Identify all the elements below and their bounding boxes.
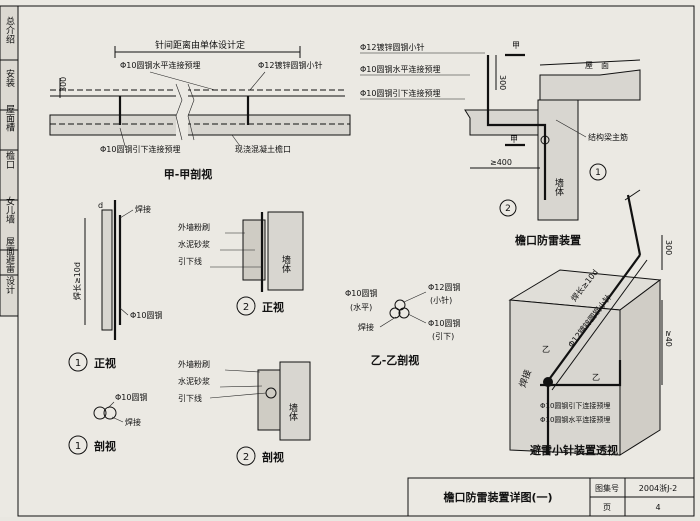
title-block: 檐口防雷装置详图(一) 图集号 2004浙J-2 页 4 [407,477,695,517]
s2-wall: 墙体 [287,402,298,422]
yi-bar-h-note: (水平) [350,302,372,312]
section-jia-jia: 针间距离由单体设计定 300 Φ10圆钢水平连接预埋 Φ12镀锌圆钢小针 Φ10… [49,39,351,181]
detail-callout-1 [589,163,607,181]
side-tab-6: 屋面避雷 [4,237,15,273]
s2-mortar: 水泥砂浆 [178,376,210,386]
yi-caption: 乙-乙剖视 [371,353,420,367]
s2-plaster: 外墙粉刷 [178,359,210,369]
side-tab-4: 檐口 [4,150,15,169]
yi-bar-down: Φ10圆钢 [428,318,460,328]
eave-down-connect-label: Φ10圆钢引下连接预埋 [360,88,440,98]
spacing-label: 针间距离由单体设计定 [155,39,245,51]
pv-h-connect: Φ10圆钢水平连接预埋 [540,415,610,424]
fv2-caption: 正视 [262,300,284,314]
yi-bar-down-note: (引下) [432,332,454,341]
drawing-title: 檐口防雷装置详图(一) [443,490,552,504]
atlas-label: 图集号 [595,483,619,493]
section-2: 墙体 外墙粉刷 水泥砂浆 引下线 2 剖视 [178,359,311,466]
yi-weld: 焊接 [358,322,374,332]
front-view-2: 墙体 外墙粉刷 水泥砂浆 引下线 2 正视 [178,211,304,316]
s1-callout [68,435,88,455]
s2-callout [236,446,256,466]
side-tab-2: 安装 [4,68,15,88]
pv-mark-yi2: 乙 [592,373,600,382]
eave-device: Φ12镀锌圆钢小针 Φ10圆钢水平连接预埋 Φ10圆钢引下连接预埋 300 屋 … [360,41,641,247]
fv2-plaster: 外墙粉刷 [178,222,210,232]
callout-1-num: 1 [595,168,601,178]
pv-down-connect: Φ10圆钢引下连接预埋 [540,401,610,410]
fv2-downlead: 引下线 [178,256,202,266]
fv1-weld-len: 焊长≥10d [72,262,82,300]
page-label: 页 [603,503,611,512]
side-tab-3: 屋面槽 [4,104,15,132]
s1-weld: 焊接 [125,417,141,427]
jia-mark-bottom: 甲 [510,135,518,144]
front-view-1: d 焊接 焊长≥10d Φ10圆钢 1 正视 [68,200,162,372]
side-tab-5: 女儿墙 [4,195,15,224]
fv1-bar-label: Φ10圆钢 [130,310,162,320]
fv2-wall: 墙体 [280,254,291,274]
fv1-weld-label: 焊接 [135,204,151,214]
s2-caption: 剖视 [262,450,284,464]
jia-h-connect-label: Φ10圆钢水平连接预埋 [120,60,200,70]
eave-caption: 檐口防雷装置 [515,233,581,247]
jia-down-connect-label: Φ10圆钢引下连接预埋 [100,144,180,154]
eave-dim-300: 300 [498,75,507,90]
roof-label: 屋 面 [585,61,609,70]
eave-h-connect-label: Φ10圆钢水平连接预埋 [360,64,440,74]
pv-caption: 避雷小针装置透视 [530,443,618,457]
eave-needle-label: Φ12镀锌圆钢小针 [360,42,424,52]
s2-downlead: 引下线 [178,393,202,403]
fv1-caption: 正视 [94,356,116,370]
dim-400: ≥400 [490,158,512,167]
fv2-mortar: 水泥砂浆 [178,239,210,249]
s1-caption: 剖视 [94,439,116,453]
callout-2-num: 2 [505,204,511,214]
fv2-num: 2 [243,302,249,313]
jia-needle-label: Φ12镀锌圆钢小针 [258,60,322,70]
section-1: Φ10圆钢 焊接 1 剖视 [68,392,147,455]
jia-eave-label: 现浇混凝土檐口 [235,144,291,154]
yi-bar-h: Φ10圆钢 [345,288,377,298]
fv1-callout [68,352,88,372]
jia-caption: 甲-甲剖视 [164,167,213,181]
pv-mark-yi1: 乙 [542,345,550,354]
jia-dim-300: 300 [59,77,68,92]
fv2-callout [236,296,256,316]
fv1-num: 1 [75,358,81,369]
wall-label: 墙体 [553,177,564,197]
s1-num: 1 [75,441,81,452]
detail-callout-2 [499,199,517,217]
pv-dim-40: ≥40 [664,330,673,347]
side-tab-7: 设计 [4,276,15,295]
needle-perspective: 焊长≥10d Φ12镀锌圆钢小针 焊接 300 ≥40 乙 乙 Φ10圆钢引下连… [508,189,673,457]
side-tab-strip: 总介绍 安装 屋面槽 檐口 女儿墙 屋面避雷 设计 [0,5,19,317]
s1-bar: Φ10圆钢 [115,392,147,402]
yi-needle-note: (小针) [430,295,452,305]
s2-num: 2 [243,452,249,463]
yi-needle: Φ12圆钢 [428,282,460,292]
jia-mark-top: 甲 [512,41,520,50]
page-number: 4 [655,503,660,512]
fv1-d-label: d [98,201,103,210]
side-tab-1: 总介绍 [4,15,15,44]
atlas-number: 2004浙J-2 [639,483,677,493]
section-yi-yi: Φ10圆钢 (水平) 焊接 Φ12圆钢 (小针) Φ10圆钢 (引下) 乙-乙剖… [345,282,460,367]
pv-dim-300: 300 [664,240,673,255]
rebar-label: 结构梁主筋 [588,132,628,142]
